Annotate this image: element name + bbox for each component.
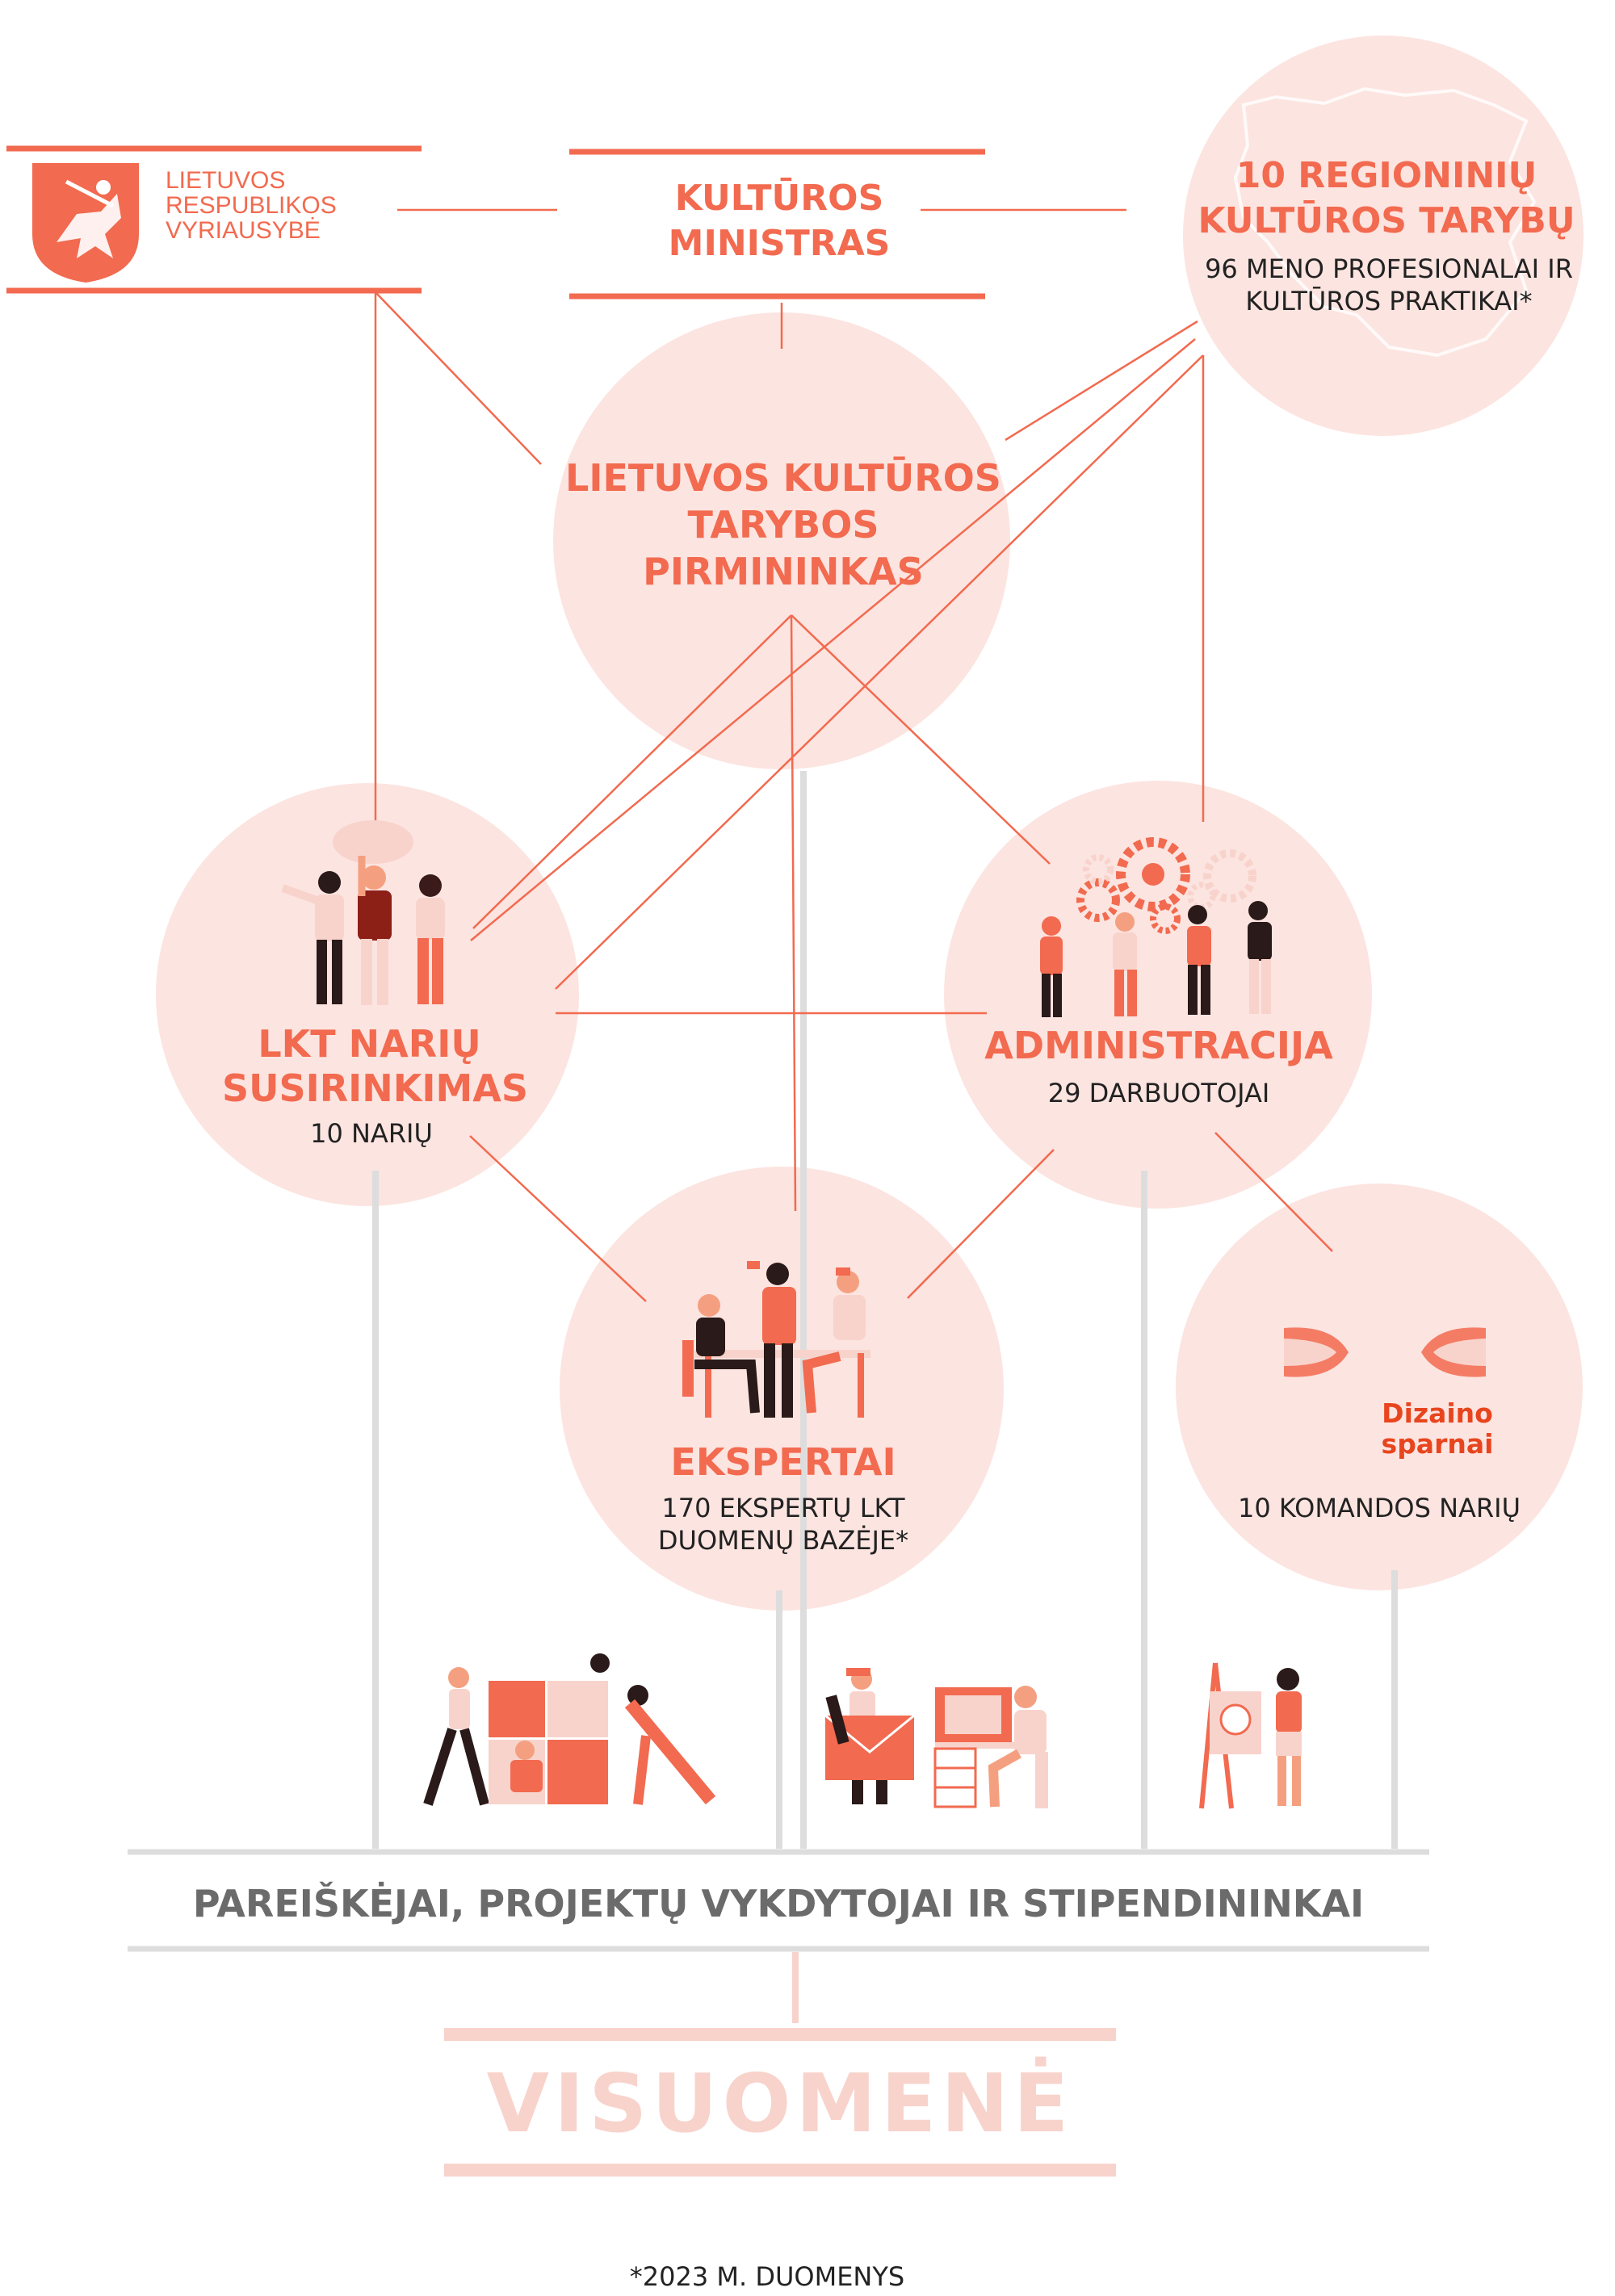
government-line-2: RESPUBLIKOS xyxy=(166,192,337,219)
lithuania-map-icon xyxy=(1233,86,1537,358)
courier-envelope-icon xyxy=(824,1668,915,1804)
discussion-people-icon xyxy=(281,820,445,1005)
puzzle-team-icon xyxy=(423,1653,716,1806)
administration-title: ADMINISTRACIJA xyxy=(984,1024,1333,1067)
experts-subtitle: 170 EKSPERTŲ LKT DUOMENŲ BAZĖJE* xyxy=(657,1493,909,1556)
footnote: *2023 M. DUOMENYS xyxy=(629,2261,905,2292)
top-bars xyxy=(6,145,985,300)
coat-of-arms-icon xyxy=(32,163,139,283)
gears-team-icon xyxy=(1040,837,1272,1017)
regional-councils-subtitle: 96 MENO PROFESIONALAI IR KULTŪROS PRAKTI… xyxy=(1205,253,1573,316)
administration-subtitle: 29 DARBUOTOJAI xyxy=(1047,1078,1270,1108)
government-label: LIETUVOS RESPUBLIKOS VYRIAUSYBĖ xyxy=(166,168,392,243)
design-team-subtitle: 10 KOMANDOS NARIŲ xyxy=(1238,1493,1521,1523)
design-team-circle xyxy=(1176,1184,1583,1590)
grey-connector-lines xyxy=(372,771,1398,1849)
society-title: VISUOMENĖ xyxy=(486,2056,1074,2151)
chairman-title: LIETUVOS KULTŪROS TARYBOS PIRMININKAS xyxy=(565,456,1001,593)
society-connector xyxy=(444,1952,1116,2177)
dizaino-sparnai-logo-icon xyxy=(1284,1327,1486,1377)
applicants-title: PAREIŠKĖJAI, PROJEKTŲ VYKDYTOJAI IR STIP… xyxy=(192,1882,1365,1925)
regional-councils-circle xyxy=(1183,36,1584,436)
dizaino-sparnai-brand: Dizaino sparnai xyxy=(1381,1397,1494,1460)
government-line-1: LIETUVOS xyxy=(166,167,286,194)
government-line-3: VYRIAUSYBĖ xyxy=(166,217,321,244)
painter-easel-icon xyxy=(1199,1662,1302,1809)
assembly-subtitle: 10 NARIŲ xyxy=(310,1118,433,1149)
experts-meeting-icon xyxy=(682,1261,870,1418)
regional-councils-title: 10 REGIONINIŲ KULTŪROS TARYBŲ xyxy=(1198,155,1575,241)
computer-worker-icon xyxy=(933,1686,1048,1808)
orange-connector-lines xyxy=(374,208,1333,1302)
applicants-bar-lines xyxy=(128,1849,1429,1952)
assembly-title: LKT NARIŲ SUSIRINKIMAS xyxy=(222,1022,529,1110)
minister-title: KULTŪROS MINISTRAS xyxy=(668,178,891,264)
experts-title: EKSPERTAI xyxy=(670,1440,896,1484)
administration-circle xyxy=(944,781,1372,1209)
